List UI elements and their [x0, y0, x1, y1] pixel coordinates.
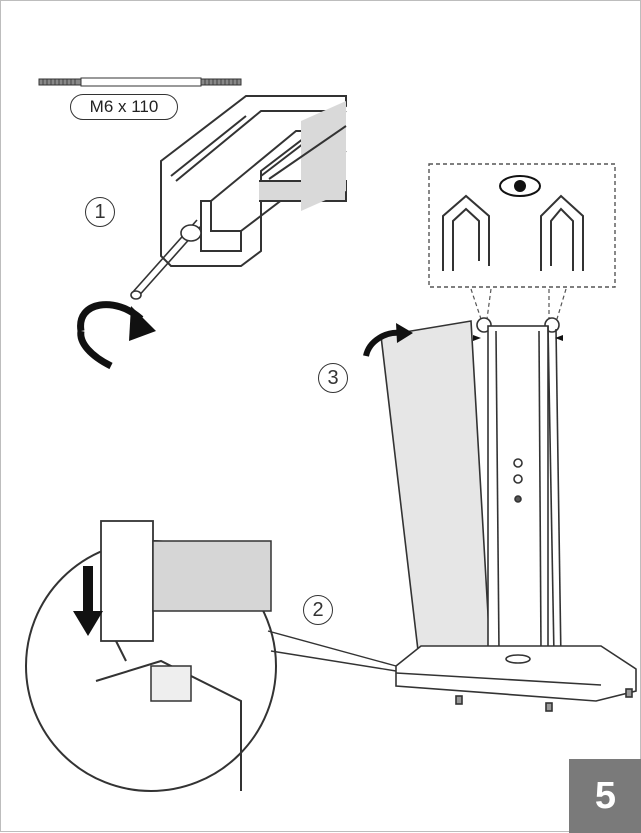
- rotate-arrow-icon: [77, 301, 156, 370]
- pointer-arrow-icon: [473, 335, 563, 341]
- step-1-marker: 1: [85, 197, 115, 227]
- page-number-badge: 5: [569, 759, 641, 833]
- shower-enclosure-icon: [380, 320, 637, 712]
- screwdriver-icon: [130, 219, 202, 300]
- profile-clip-icon: [442, 194, 584, 271]
- profile-detail: [160, 95, 347, 267]
- eye-icon: [499, 175, 541, 197]
- detail-circle: [25, 520, 397, 792]
- rotate-arrow-icon: [363, 323, 413, 357]
- down-arrow-icon: [73, 566, 103, 636]
- step-3-marker: 3: [318, 363, 348, 393]
- step-2-marker: 2: [303, 595, 333, 625]
- clip-inset-frame: [428, 163, 616, 288]
- bolt-icon: [38, 77, 242, 87]
- bolt-size-label: M6 x 110: [70, 94, 178, 120]
